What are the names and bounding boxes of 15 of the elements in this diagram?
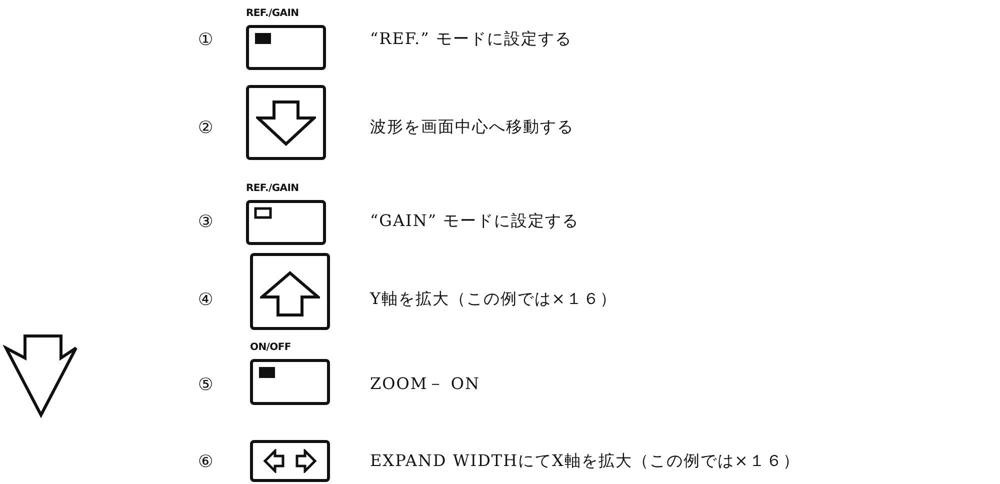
key-label: REF./GAIN [246,8,299,19]
step-number: ② [198,117,213,138]
step-number: ⑤ [198,374,213,395]
key-label: REF./GAIN [246,183,299,194]
key-label: ON/OFF [250,342,291,353]
step-description: Y軸を拡大（この例では×１６） [370,289,617,310]
step-number: ④ [198,289,213,310]
step-description: 波形を画面中心へ移動する [370,117,574,138]
step-number: ⑥ [198,451,213,472]
step-description: EXPAND WIDTHにてX軸を拡大（この例では×１６） [370,451,800,472]
step-description: ZOOM－ ON [370,374,480,395]
step-number: ① [198,29,213,50]
step-description: “REF.” モードに設定する [370,29,572,50]
step-number: ③ [198,211,213,232]
step-description: “GAIN” モードに設定する [370,211,580,232]
